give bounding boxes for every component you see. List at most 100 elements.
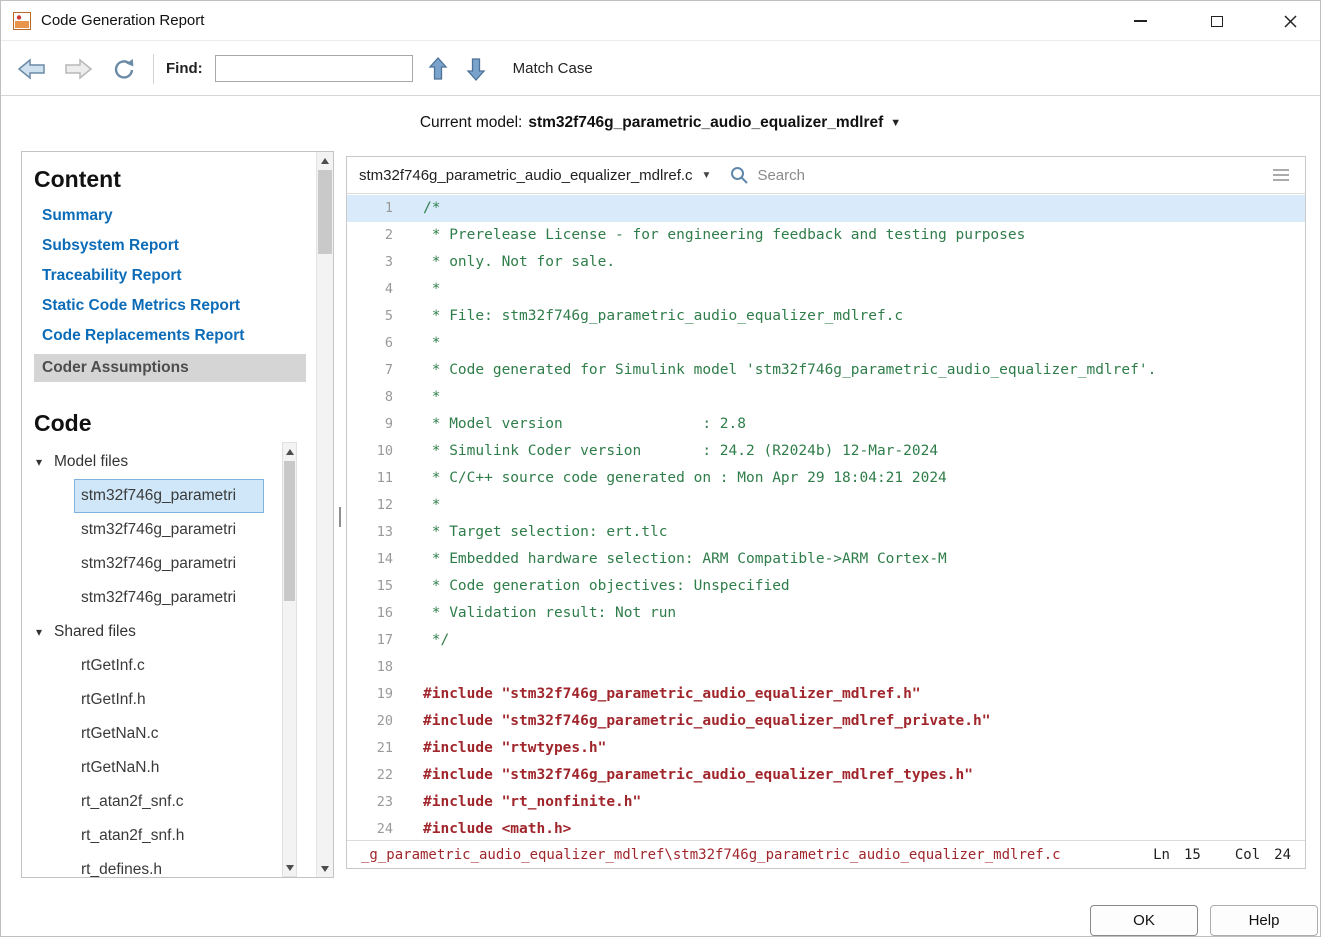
file-item-stm32f746g-parametri-3[interactable]: stm32f746g_parametri — [81, 589, 237, 606]
code-line-23[interactable]: 23#include "rt_nonfinite.h" — [347, 789, 1305, 816]
file-item-rtgetinf-c-0[interactable]: rtGetInf.c — [81, 657, 145, 674]
find-input[interactable] — [214, 55, 413, 82]
help-button[interactable]: Help — [1210, 905, 1318, 936]
close-button[interactable] — [1267, 1, 1313, 41]
current-model-name: stm32f746g_parametric_audio_equalizer_md… — [528, 114, 884, 131]
column-value: 24 — [1274, 846, 1291, 863]
file-item-stm32f746g-parametri-0[interactable]: stm32f746g_parametri — [74, 479, 264, 513]
code-line-20[interactable]: 20#include "stm32f746g_parametric_audio_… — [347, 708, 1305, 735]
back-button[interactable] — [13, 54, 51, 84]
code-line-14[interactable]: 14 * Embedded hardware selection: ARM Co… — [347, 546, 1305, 573]
line-number: 17 — [376, 632, 393, 648]
sidebar-scrollbar-thumb[interactable] — [318, 170, 332, 254]
file-list-scrollbar[interactable] — [282, 442, 297, 877]
file-item-rt-atan2f-snf-c-4[interactable]: rt_atan2f_snf.c — [81, 793, 184, 810]
line-number: 22 — [376, 767, 393, 783]
file-selector-dropdown[interactable]: stm32f746g_parametric_audio_equalizer_md… — [359, 167, 711, 184]
file-list-scrollbar-thumb[interactable] — [284, 461, 295, 601]
file-item-rt-atan2f-snf-h-5[interactable]: rt_atan2f_snf.h — [81, 827, 185, 844]
code-text: #include "stm32f746g_parametric_audio_eq… — [423, 713, 991, 729]
find-next-button[interactable] — [461, 52, 491, 86]
scroll-down-icon — [321, 865, 329, 872]
code-line-16[interactable]: 16 * Validation result: Not run — [347, 600, 1305, 627]
file-item-rtgetinf-h-1[interactable]: rtGetInf.h — [81, 691, 146, 708]
find-label: Find: — [166, 60, 203, 77]
sidebar-scrollbar[interactable] — [316, 152, 333, 877]
line-number: 16 — [376, 605, 393, 621]
forward-arrow-icon — [65, 57, 93, 80]
ok-button[interactable]: OK — [1090, 905, 1198, 936]
code-line-24[interactable]: 24#include <math.h> — [347, 816, 1305, 839]
content-link-static-code-metrics-report[interactable]: Static Code Metrics Report — [42, 297, 241, 314]
code-search-input[interactable] — [757, 166, 1158, 184]
line-number: 8 — [384, 389, 393, 405]
code-line-6[interactable]: 6 * — [347, 330, 1305, 357]
code-line-21[interactable]: 21#include "rtwtypes.h" — [347, 735, 1305, 762]
code-line-18[interactable]: 18 — [347, 654, 1305, 681]
file-item-rtgetnan-h-3[interactable]: rtGetNaN.h — [81, 759, 160, 776]
file-item-rt-defines-h-6[interactable]: rt_defines.h — [81, 861, 162, 877]
sidebar-item-coder-assumptions[interactable]: Coder Assumptions — [34, 354, 306, 382]
file-item-stm32f746g-parametri-1[interactable]: stm32f746g_parametri — [81, 521, 237, 538]
code-line-22[interactable]: 22 #include "stm32f746g_parametric_audio_… — [347, 762, 1305, 789]
refresh-button[interactable] — [107, 53, 141, 85]
find-previous-button[interactable] — [423, 52, 453, 86]
file-item-rtgetnan-c-2[interactable]: rtGetNaN.c — [81, 725, 159, 742]
collapse-triangle-icon: ▾ — [36, 625, 43, 639]
file-item-stm32f746g-parametri-2[interactable]: stm32f746g_parametri — [81, 555, 237, 572]
maximize-button[interactable] — [1194, 1, 1240, 41]
line-number: 21 — [376, 740, 393, 756]
tree-section-model-files[interactable]: ▾Model files — [32, 445, 316, 479]
code-line-7[interactable]: 7 * Code generated for Simulink model 's… — [347, 357, 1305, 384]
code-line-1[interactable]: 1/* — [347, 195, 1305, 222]
code-line-5[interactable]: 5 * File: stm32f746g_parametric_audio_eq… — [347, 303, 1305, 330]
code-line-8[interactable]: 8 * — [347, 384, 1305, 411]
forward-button[interactable] — [59, 54, 97, 84]
code-text: * Prerelease License - for engineering f… — [423, 227, 1026, 243]
sidebar-scroll-down-button[interactable] — [317, 860, 333, 877]
cursor-position: Ln 15 Col 24 — [1153, 847, 1291, 863]
hamburger-icon — [1273, 169, 1289, 171]
minimize-button[interactable] — [1117, 1, 1163, 41]
code-text: * Simulink Coder version : 24.2 (R2024b)… — [423, 443, 939, 459]
code-text: * Validation result: Not run — [423, 605, 677, 621]
tree-section-shared-files[interactable]: ▾Shared files — [32, 615, 316, 649]
match-case-toggle[interactable]: Match Case — [512, 60, 593, 77]
line-number: 15 — [376, 578, 393, 594]
code-line-10[interactable]: 10 * Simulink Coder version : 24.2 (R202… — [347, 438, 1305, 465]
code-text: #include "stm32f746g_parametric_audio_eq… — [423, 767, 973, 783]
code-line-2[interactable]: 2 * Prerelease License - for engineering… — [347, 222, 1305, 249]
code-text: * C/C++ source code generated on : Mon A… — [423, 470, 947, 486]
sidebar-scroll-up-button[interactable] — [317, 152, 333, 169]
content-link-code-replacements-report[interactable]: Code Replacements Report — [42, 327, 245, 344]
content-link-summary[interactable]: Summary — [42, 207, 113, 224]
content-link-traceability-report[interactable]: Traceability Report — [42, 267, 182, 284]
code-line-11[interactable]: 11 * C/C++ source code generated on : Mo… — [347, 465, 1305, 492]
model-dropdown-arrow-icon[interactable]: ▼ — [890, 117, 902, 129]
code-line-9[interactable]: 9 * Model version : 2.8 — [347, 411, 1305, 438]
code-line-17[interactable]: 17 */ — [347, 627, 1305, 654]
line-number: 24 — [376, 821, 393, 837]
code-line-19[interactable]: 19#include "stm32f746g_parametric_audio_… — [347, 681, 1305, 708]
minimize-icon — [1133, 20, 1147, 22]
file-list-scroll-up-button[interactable] — [283, 443, 296, 460]
line-number: 19 — [376, 686, 393, 702]
panel-splitter[interactable] — [337, 151, 343, 878]
code-line-12[interactable]: 12 * — [347, 492, 1305, 519]
code-line-4[interactable]: 4 * — [347, 276, 1305, 303]
content-link-subsystem-report[interactable]: Subsystem Report — [42, 237, 179, 254]
line-label: Ln — [1153, 846, 1170, 863]
code-line-15[interactable]: 15 * Code generation objectives: Unspeci… — [347, 573, 1305, 600]
source-code-view: 1/*2 * Prerelease License - for engineer… — [347, 194, 1305, 839]
line-number: 7 — [384, 362, 393, 378]
code-line-13[interactable]: 13 * Target selection: ert.tlc — [347, 519, 1305, 546]
menu-button[interactable] — [1269, 165, 1293, 185]
file-list-scroll-down-button[interactable] — [283, 859, 296, 876]
code-line-3[interactable]: 3 * only. Not for sale. — [347, 249, 1305, 276]
scroll-up-icon — [285, 448, 294, 455]
navigation-toolbar: Find: Match Case — [1, 42, 1320, 96]
line-number: 23 — [376, 794, 393, 810]
toolbar-separator — [153, 53, 154, 84]
